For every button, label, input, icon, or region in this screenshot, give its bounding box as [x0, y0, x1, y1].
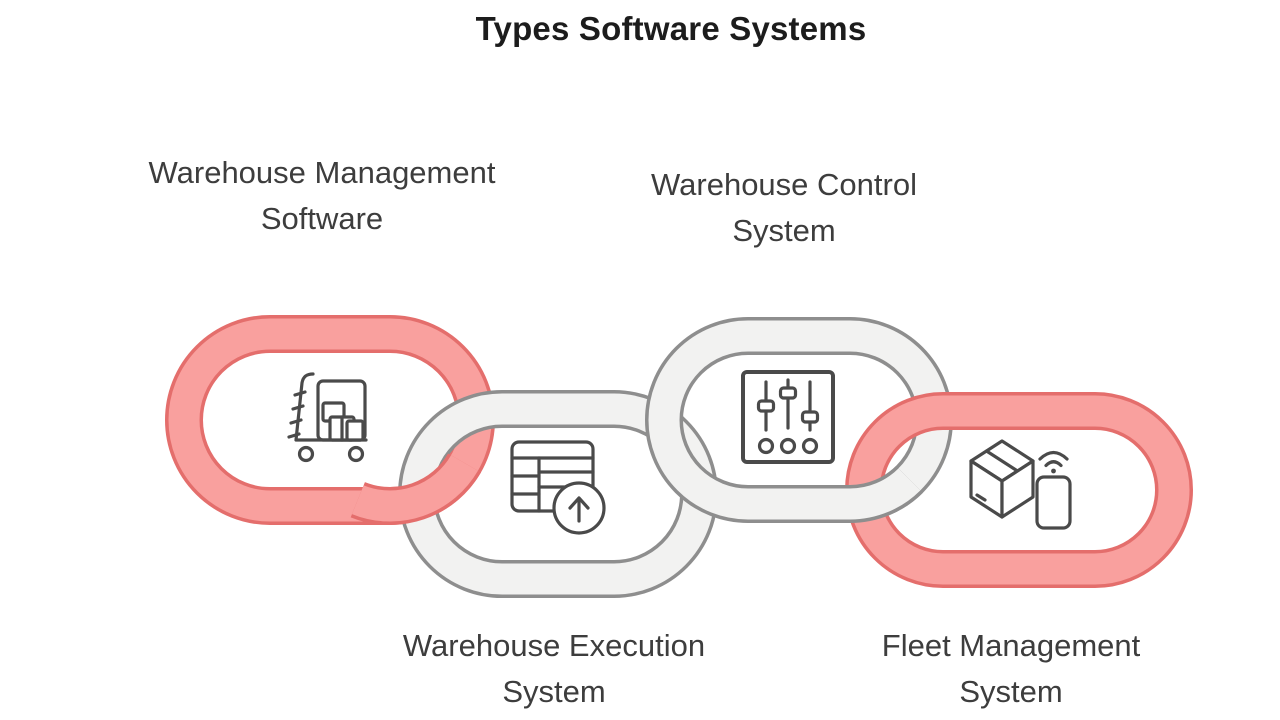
label-warehouse-management-software: Warehouse Management Software: [148, 155, 496, 236]
label-warehouse-control-system: Warehouse Control System: [651, 167, 917, 248]
diagram-title: Types Software Systems: [475, 10, 867, 47]
label-warehouse-execution-system: Warehouse Execution System: [402, 628, 706, 709]
table-upload-icon: [510, 440, 606, 535]
package-mobile-icon: [969, 439, 1072, 530]
chain-weave-patch-link3-over-link4: [800, 465, 923, 523]
label-fleet-management-system: Fleet Management System: [881, 628, 1141, 709]
control-sliders-icon: [741, 370, 835, 464]
warehouse-cart-icon: [287, 372, 368, 463]
chain-weave-patch-link1-over-link2: [350, 452, 481, 525]
